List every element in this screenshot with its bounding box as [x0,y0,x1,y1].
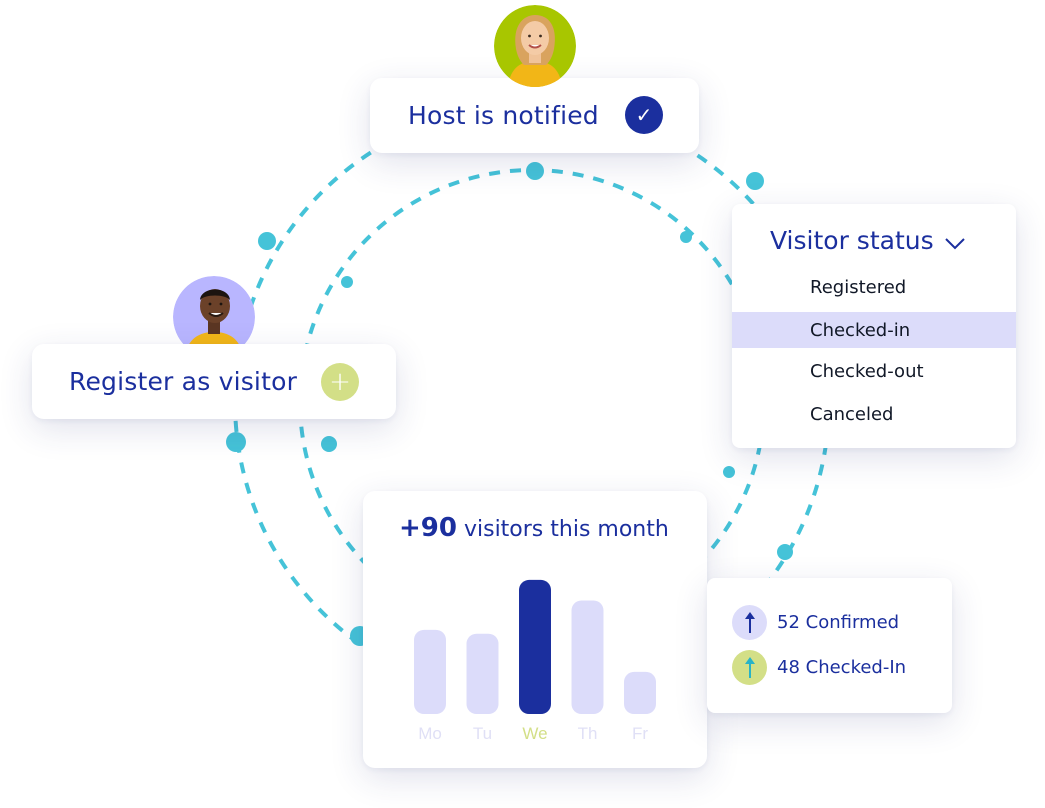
arrow-up-icon [732,605,767,640]
stat-checked-in: 48 Checked-In [732,650,906,685]
x-tick-label: Th [578,724,598,743]
dot [341,276,353,288]
visitor-status-toggle[interactable]: Visitor status [770,226,966,255]
dot [526,162,544,180]
bar-mo [414,629,446,714]
register-visitor-title: Register as visitor [69,367,298,396]
visitor-status-title: Visitor status [770,226,934,255]
register-visitor-card[interactable]: Register as visitor + [32,344,396,419]
dot [258,232,276,250]
visitors-chart-card: Mo Tu We Th Fr +90 visitors this month [363,491,707,768]
arrow-up-icon [732,650,767,685]
stat-confirmed-label: 52 Confirmed [777,612,900,633]
x-tick-label: Mo [418,724,442,743]
x-tick-label: Tu [473,724,492,743]
dot [226,432,246,452]
host-avatar [494,5,576,87]
plus-icon[interactable]: + [321,363,359,401]
host-notified-title: Host is notified [408,101,599,130]
chart-title-text: visitors this month [463,517,669,542]
chevron-down-icon [944,237,965,249]
status-option-checked-out[interactable]: Checked-out [810,360,924,382]
bar-fr [624,671,656,714]
dot [321,436,337,452]
status-option-registered[interactable]: Registered [810,276,907,298]
visitor-stats-card: 52 Confirmed 48 Checked-In [707,578,952,713]
bar-we [519,579,551,714]
chart-title-number: +90 [399,513,457,543]
visitor-status-dropdown: Visitor status Registered Checked-in Che… [732,204,1016,448]
dot [777,544,793,560]
bar-th [571,600,604,714]
check-icon: ✓ [625,96,663,134]
x-tick-label: Fr [632,724,648,743]
stat-confirmed: 52 Confirmed [732,605,899,640]
status-option-canceled[interactable]: Canceled [810,403,894,425]
status-option-checked-in[interactable]: Checked-in [732,312,1016,348]
x-tick-label: We [522,724,547,743]
dot [746,172,764,190]
dot [723,466,735,478]
bar-tu [466,633,499,714]
visitors-bar-chart: Mo Tu We Th Fr [414,579,656,743]
dot [680,231,692,243]
stat-checked-in-label: 48 Checked-In [777,657,907,678]
host-notified-card: Host is notified ✓ [370,78,699,153]
chart-title: +90 visitors this month [399,513,669,543]
